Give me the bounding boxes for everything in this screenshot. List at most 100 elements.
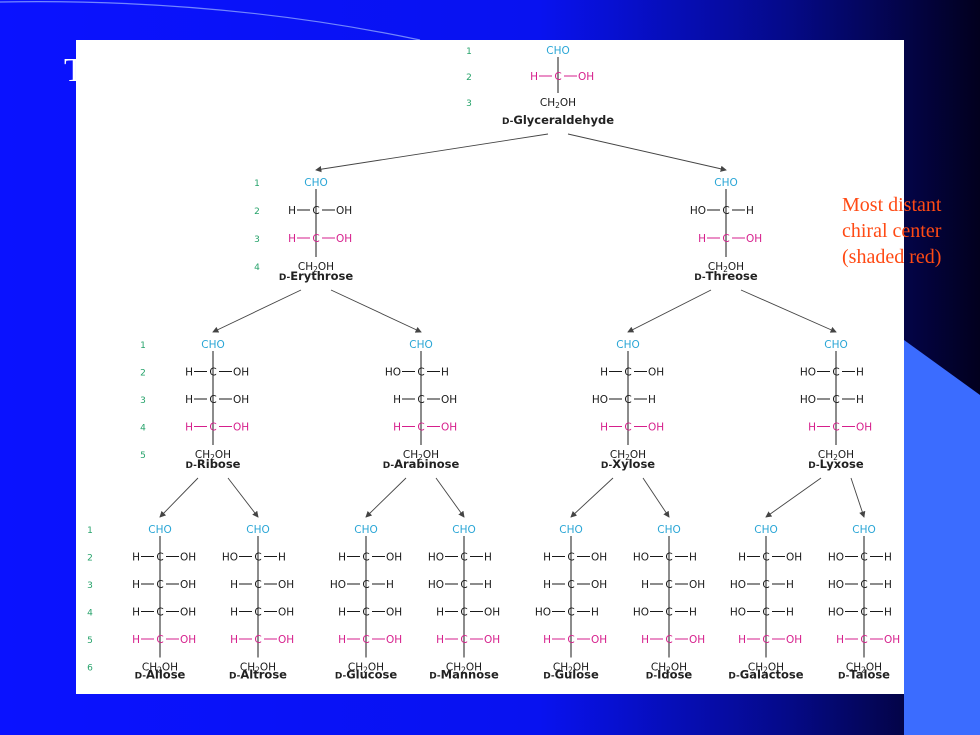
hydroxyl-label: HO xyxy=(828,579,844,591)
hydrogen-label: H xyxy=(689,552,697,564)
hydroxyl-label: OH xyxy=(386,552,402,564)
hydroxyl-label: OH xyxy=(786,552,802,564)
hydroxyl-label: OH xyxy=(441,422,457,434)
chiral-carbon: C xyxy=(312,233,319,245)
hydroxymethyl-group: CH2OH xyxy=(240,662,276,675)
hydroxymethyl-group: CH2OH xyxy=(403,449,439,462)
hydroxyl-label: OH xyxy=(648,367,664,379)
chiral-carbon: C xyxy=(312,205,319,217)
aldehyde-group: CHO xyxy=(409,339,433,351)
chiral-carbon: C xyxy=(156,607,163,619)
chiral-carbon: C xyxy=(156,552,163,564)
hydroxyl-label: OH xyxy=(786,634,802,646)
chiral-carbon: C xyxy=(860,607,867,619)
hydrogen-label: H xyxy=(386,579,394,591)
hydroxyl-label: HO xyxy=(690,205,706,217)
sugar-name: D-Ribose xyxy=(186,457,241,471)
hydroxyl-label: OH xyxy=(180,634,196,646)
derivation-arrow xyxy=(227,477,259,518)
sugar-name: D-Galactose xyxy=(728,668,803,682)
hydroxyl-label: HO xyxy=(828,552,844,564)
sugar-name: D-Threose xyxy=(694,269,758,283)
derivation-arrow xyxy=(567,133,727,172)
hydrogen-label: H xyxy=(338,634,346,646)
hydrogen-label: H xyxy=(884,607,892,619)
hydroxyl-label: HO xyxy=(800,394,816,406)
hydrogen-label: H xyxy=(856,367,864,379)
hydrogen-label: H xyxy=(338,607,346,619)
derivation-arrow xyxy=(330,289,422,333)
hydrogen-label: H xyxy=(132,552,140,564)
hydroxyl-label: HO xyxy=(428,579,444,591)
hydrogen-label: H xyxy=(288,205,296,217)
note-line-2: chiral center xyxy=(842,220,942,242)
hydroxyl-label: OH xyxy=(484,607,500,619)
chiral-carbon: C xyxy=(362,579,369,591)
aldehyde-group: CHO xyxy=(657,524,681,536)
chiral-carbon: C xyxy=(665,634,672,646)
carbon-number: 6 xyxy=(87,664,93,674)
sugar-name: D-Mannose xyxy=(429,668,499,682)
sugar-name: D-Erythrose xyxy=(279,269,353,283)
hydroxyl-label: OH xyxy=(591,634,607,646)
chiral-carbon: C xyxy=(460,579,467,591)
chiral-carbon: C xyxy=(832,394,839,406)
sugar-name: D-Gulose xyxy=(543,668,599,682)
chiral-carbon: C xyxy=(762,552,769,564)
chiral-carbon: C xyxy=(362,607,369,619)
hydroxyl-label: OH xyxy=(233,422,249,434)
chiral-carbon: C xyxy=(722,233,729,245)
hydrogen-label: H xyxy=(132,607,140,619)
chiral-carbon: C xyxy=(254,552,261,564)
carbon-number: 3 xyxy=(87,581,93,591)
hydroxyl-label: HO xyxy=(222,552,238,564)
chiral-carbon: C xyxy=(567,607,574,619)
hydroxyl-label: OH xyxy=(180,579,196,591)
hydroxyl-label: OH xyxy=(648,422,664,434)
hydroxyl-label: HO xyxy=(428,552,444,564)
hydroxyl-label: OH xyxy=(578,71,594,83)
chiral-carbon: C xyxy=(254,607,261,619)
chiral-carbon: C xyxy=(417,422,424,434)
carbon-number: 2 xyxy=(87,554,93,564)
chiral-carbon: C xyxy=(860,634,867,646)
hydrogen-label: H xyxy=(185,422,193,434)
sugar-name: D-Lyxose xyxy=(808,457,864,471)
hydrogen-label: H xyxy=(738,552,746,564)
carbon-number: 4 xyxy=(87,609,93,619)
hydrogen-label: H xyxy=(436,634,444,646)
hydrogen-label: H xyxy=(738,634,746,646)
chiral-carbon: C xyxy=(624,394,631,406)
carbon-number: 3 xyxy=(254,235,260,245)
hydrogen-label: H xyxy=(132,579,140,591)
hydrogen-label: H xyxy=(648,394,656,406)
hydrogen-label: H xyxy=(530,71,538,83)
aldehyde-group: CHO xyxy=(824,339,848,351)
chiral-carbon: C xyxy=(417,394,424,406)
derivation-arrow xyxy=(570,477,614,518)
hydrogen-label: H xyxy=(185,394,193,406)
hydrogen-label: H xyxy=(543,552,551,564)
chiral-carbon: C xyxy=(156,579,163,591)
aldehyde-group: CHO xyxy=(452,524,476,536)
chiral-carbon: C xyxy=(665,552,672,564)
carbon-number: 1 xyxy=(466,47,472,57)
derivation-arrows xyxy=(159,133,866,518)
hydroxyl-label: OH xyxy=(233,394,249,406)
sugar-name: D-Talose xyxy=(838,668,890,682)
hydrogen-label: H xyxy=(641,634,649,646)
chiral-carbon: C xyxy=(624,367,631,379)
hydroxyl-label: HO xyxy=(800,367,816,379)
hydrogen-label: H xyxy=(698,233,706,245)
hydroxyl-label: OH xyxy=(591,552,607,564)
hydroxymethyl-group: CH2OH xyxy=(195,449,231,462)
chiral-carbon: C xyxy=(460,607,467,619)
